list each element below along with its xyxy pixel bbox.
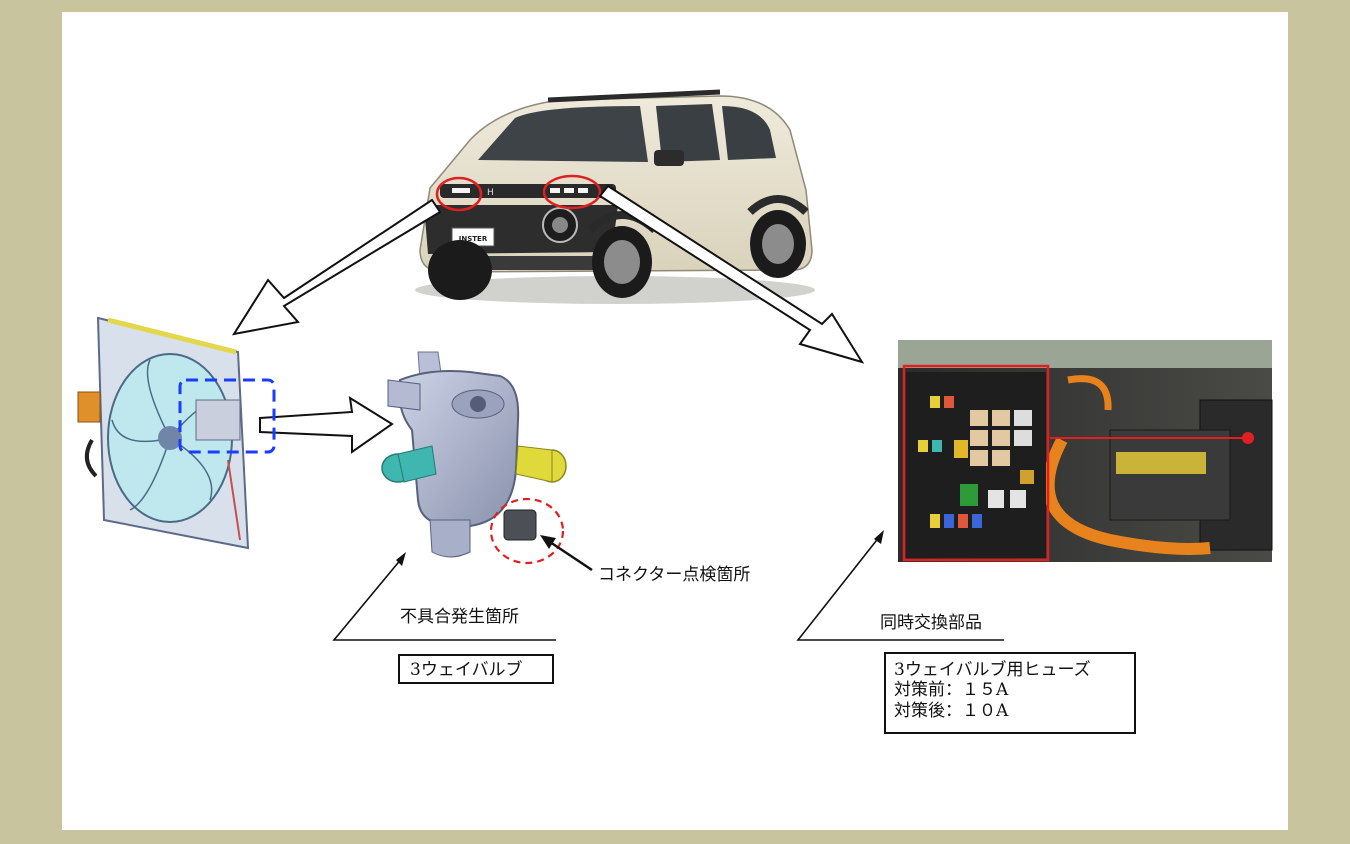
replacement-title-label: 同時交換部品 bbox=[880, 613, 982, 633]
replacement-part-box: 3ウェイバルブ用ヒューズ 対策前：１５A 対策後：１０A bbox=[884, 652, 1136, 734]
arrow-car-to-radiator bbox=[231, 198, 442, 336]
car-illustration: H INSTER bbox=[415, 89, 815, 304]
radiator-fan-assembly bbox=[77, 316, 276, 550]
defect-location-label: 不具合発生箇所 bbox=[400, 607, 519, 627]
highlight-connector bbox=[489, 497, 565, 565]
engine-bay-fuse-box bbox=[898, 340, 1273, 562]
three-way-valve bbox=[381, 351, 567, 565]
arrow-car-to-fusebox bbox=[598, 184, 865, 364]
defect-part-box: 3ウェイバルブ bbox=[398, 654, 554, 684]
arrow-radiator-to-valve bbox=[259, 396, 394, 454]
svg-text:H: H bbox=[487, 188, 494, 198]
defect-leader bbox=[332, 552, 556, 641]
car-badge: INSTER bbox=[459, 235, 488, 243]
highlight-valve-location bbox=[178, 378, 276, 454]
connector-point-label: コネクター点検箇所 bbox=[598, 565, 751, 585]
replacement-leader bbox=[796, 530, 1004, 641]
replacement-line-2: 対策前：１５A bbox=[894, 680, 1009, 701]
highlight-right-drl bbox=[542, 174, 602, 210]
highlight-fuse-box bbox=[902, 364, 1050, 562]
replacement-line-3: 対策後：１０A bbox=[894, 700, 1009, 721]
highlight-left-drl bbox=[435, 176, 483, 212]
defect-part-label: 3ウェイバルブ bbox=[410, 660, 523, 680]
connector-pointer bbox=[540, 535, 593, 572]
replacement-line-1: 3ウェイバルブ用ヒューズ bbox=[894, 660, 1091, 680]
fuse-grid bbox=[918, 396, 1034, 528]
